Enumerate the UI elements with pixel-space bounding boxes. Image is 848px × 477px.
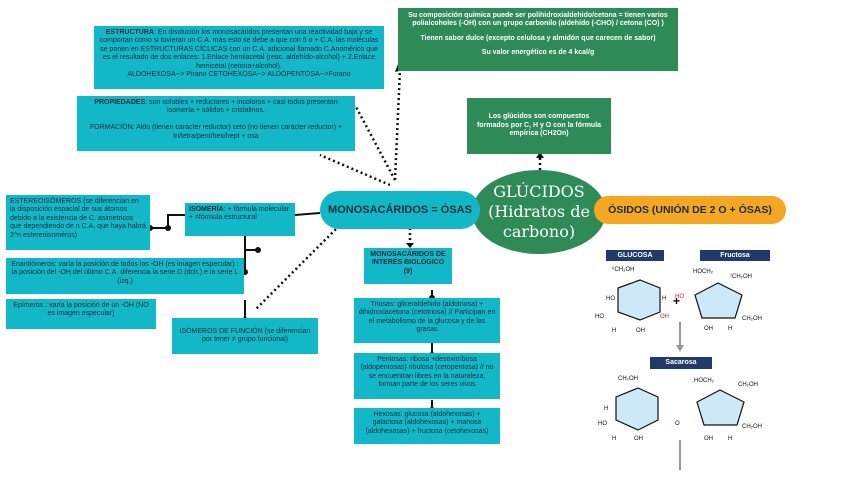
propiedades-text: : son solubles + reductores + incoloros … <box>145 99 338 115</box>
svg-text:OH: OH <box>634 436 643 442</box>
connector-isomeros-funcion <box>254 214 351 311</box>
svg-text:HO: HO <box>606 296 615 302</box>
interes-box: MONOSACÁRIDOS DE INTERÉS BIOLÓGICO (9) <box>364 248 452 284</box>
propiedades-line2: FORMACIÓN: Aldo (tienen carácter reducto… <box>89 124 343 140</box>
svg-text:CH₂OH: CH₂OH <box>618 376 638 382</box>
svg-text:H: H <box>612 436 616 442</box>
isomeros-funcion-box: ISÓMEROS DE FUNCIÓN (se diferencian por … <box>172 318 318 354</box>
svg-text:H: H <box>662 296 666 302</box>
green-mid-box: Los glúcidos son compuestos formados por… <box>467 98 611 154</box>
svg-text:HO: HO <box>675 294 684 300</box>
svg-text:CH₂OH: CH₂OH <box>738 382 758 388</box>
svg-text:HO: HO <box>598 421 607 427</box>
enantiomeros-text: Enantiómeros: varía la posición de todos… <box>11 261 239 285</box>
svg-text:HOCH₂: HOCH₂ <box>694 378 715 384</box>
isomeria-title: ISOMERÍA <box>189 206 224 213</box>
sacarosa-label: Sacarosa <box>650 357 712 369</box>
pentosas-box: Pentosas: ribosa +desoxirribosa (aldopen… <box>354 353 500 399</box>
epimeros-text: Epímeros : varía la posición de un -OH (… <box>13 302 149 318</box>
estructura-box: ESTRUCTURA: En disolución los monosacári… <box>94 26 384 89</box>
osidos-node: ÓSIDOS (UNIÓN DE 2 O + ÓSAS) <box>594 196 786 224</box>
central-node: GLÚCIDOS (Hidratos de carbono) <box>472 170 606 254</box>
estereoisomeros-box: ESTEREOISÓMEROS (se diferencian en la di… <box>6 195 150 250</box>
fructose-ring: HOCH₂ ¹CH₂OH HO CH₂OH OH H <box>675 269 762 332</box>
epimeros-box: Epímeros : varía la posición de un -OH (… <box>6 299 156 329</box>
triosas-text: Triosas: gliceraldehido (aldotriosa) + d… <box>358 301 496 334</box>
svg-text:CH₂OH: CH₂OH <box>742 424 762 430</box>
sucrose-glucose-ring: CH₂OH H HO H OH <box>598 376 659 442</box>
isomeria-box: ISOMERÍA: + fórmula molecular + ≠fórmula… <box>185 203 295 236</box>
green-top-line1: Su composición química puede ser polihid… <box>408 12 668 28</box>
fructosa-label: Fructosa <box>700 250 770 261</box>
connector-estructura <box>353 104 397 181</box>
svg-text:HOCH₂: HOCH₂ <box>693 269 714 275</box>
pentosas-text: Pentosas: ribosa +desoxirribosa (aldopen… <box>360 356 494 389</box>
svg-text:H: H <box>604 406 608 412</box>
svg-text:OH: OH <box>660 314 669 320</box>
svg-text:OH: OH <box>636 328 645 334</box>
monosacaridos-label: MONOSACÁRIDOS = ÓSAS <box>328 204 472 216</box>
glucosa-label: GLUCOSA <box>606 250 664 261</box>
green-mid-text: Los glúcidos son compuestos formados por… <box>476 113 602 138</box>
svg-text:H: H <box>612 328 616 334</box>
propiedades-box: PROPIEDADES: son solubles + reductores +… <box>77 96 355 151</box>
estereoisomeros-text: ESTEREOISÓMEROS (se diferencian en la di… <box>10 198 146 239</box>
svg-text:OH: OH <box>704 436 713 442</box>
osidos-label: ÓSIDOS (UNIÓN DE 2 O + ÓSAS) <box>608 204 772 216</box>
estructura-title: ESTRUCTURA <box>105 29 154 36</box>
estructura-line2: ALDOHEXOSA--> Pirano CETOHEXOSA--> ALDOP… <box>127 70 351 78</box>
green-top-line2: Tienen sabor dulce (excepto celulosa y a… <box>420 34 656 42</box>
isomeria-text: : + fórmula molecular + ≠fórmula estruct… <box>189 206 290 222</box>
svg-text:CH₂OH: CH₂OH <box>742 316 762 322</box>
glycosidic-o: O <box>675 421 680 427</box>
connector-green-top <box>393 69 402 181</box>
enantiomeros-box: Enantiómeros: varía la posición de todos… <box>6 258 244 294</box>
glucose-ring: ⁶CH₂OH HO OH HO H OH H <box>595 266 669 334</box>
interes-text: MONOSACÁRIDOS DE INTERÉS BIOLÓGICO (9) <box>370 251 446 275</box>
hexosas-text: Hexosas: glucosa (aldohexosas) + galacto… <box>365 411 489 435</box>
triosas-box: Triosas: gliceraldehido (aldotriosa) + d… <box>354 298 500 343</box>
hexosas-box: Hexosas: glucosa (aldohexosas) + galacto… <box>354 408 500 444</box>
isomeros-funcion-text: ISÓMEROS DE FUNCIÓN (se diferencian por … <box>179 327 311 343</box>
svg-text:H: H <box>728 326 732 332</box>
propiedades-title: PROPIEDADES <box>94 99 146 106</box>
green-top-box: Su composición química puede ser polihid… <box>398 8 678 71</box>
svg-text:H: H <box>728 436 732 442</box>
svg-text:OH: OH <box>704 326 713 332</box>
svg-text:⁶CH₂OH: ⁶CH₂OH <box>612 266 634 273</box>
monosacaridos-node: MONOSACÁRIDOS = ÓSAS <box>320 191 480 229</box>
svg-text:¹CH₂OH: ¹CH₂OH <box>730 274 752 280</box>
sucrose-fructose-ring: HOCH₂ CH₂OH CH₂OH OH H <box>694 378 762 442</box>
green-top-line3: Su valor energético es de 4 kcal/g <box>481 49 595 57</box>
svg-text:HO: HO <box>595 314 604 320</box>
central-title: GLÚCIDOS (Hidratos de carbono) <box>488 182 590 241</box>
plus-sign: + <box>673 294 681 308</box>
estructura-text: : En disolución los monosacáridos presen… <box>99 29 379 70</box>
